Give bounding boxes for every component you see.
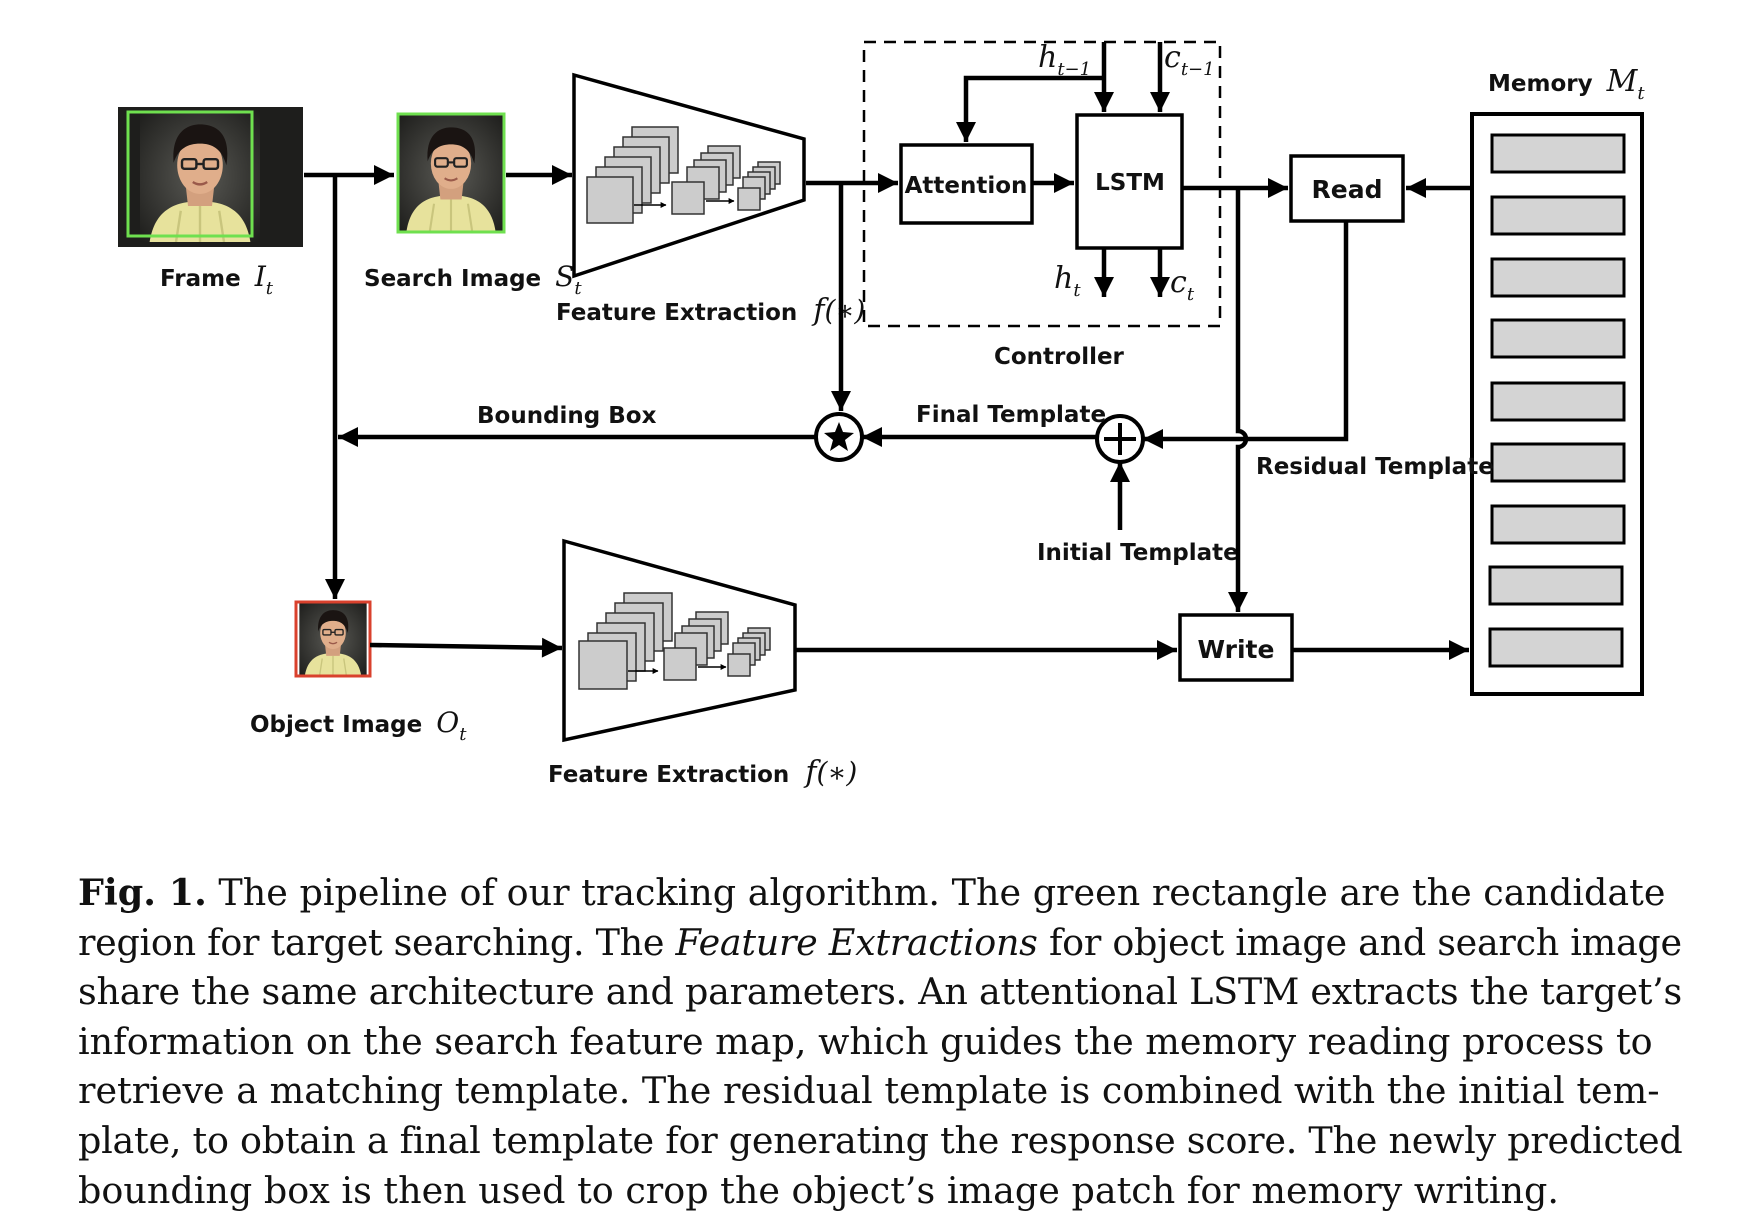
caption-line-2b: for object image and search image xyxy=(1037,920,1682,964)
search-image xyxy=(396,112,506,234)
caption-line-6: plate, to obtain a final template for ge… xyxy=(78,1118,1683,1162)
candidate-region-box xyxy=(126,110,254,238)
memory-slot xyxy=(1490,133,1626,174)
memory-slot xyxy=(1490,504,1626,545)
memory-slot xyxy=(1490,442,1626,483)
caption-line-3: share the same architecture and paramete… xyxy=(78,970,1682,1014)
feature-extraction-bottom xyxy=(562,538,797,743)
caption-line-1: The pipeline of our tracking algorithm. … xyxy=(206,871,1666,914)
memory-label: Memory Mt xyxy=(1488,64,1645,104)
read-label: Read xyxy=(1312,175,1383,204)
object-image xyxy=(294,600,372,678)
bounding-box-label: Bounding Box xyxy=(477,403,657,429)
feature-map-stack-small xyxy=(737,161,781,211)
search-image-label: Search Image St xyxy=(364,260,582,299)
attention-label: Attention xyxy=(905,173,1028,199)
caption-line-4: information on the search feature map, w… xyxy=(78,1019,1653,1063)
pipeline-diagram: Frame It Search Image St Object Image Ot xyxy=(118,40,1645,790)
connectors xyxy=(304,42,1472,660)
lstm-box xyxy=(1075,113,1184,250)
memory-slot xyxy=(1490,195,1626,236)
object-image-label: Object Image Ot xyxy=(250,706,467,745)
c-t-label: ct xyxy=(1170,265,1195,305)
feature-extraction-bottom-label: Feature Extraction f(∗) xyxy=(548,755,857,790)
lstm-label: LSTM xyxy=(1095,170,1165,196)
memory-slot xyxy=(1488,627,1624,668)
figure-caption: Fig. 1. The pipeline of our tracking alg… xyxy=(78,868,1683,1215)
c-prev-label: ct−1 xyxy=(1164,40,1215,80)
caption-line-2-emphasis: Feature Extractions xyxy=(675,920,1038,964)
controller-label: Controller xyxy=(994,344,1125,370)
correlation-operator-icon xyxy=(814,412,864,462)
feature-extraction-top-label: Feature Extraction f(∗) xyxy=(556,293,865,328)
feature-map-stack-medium xyxy=(671,145,741,215)
figure-number: Fig. 1. xyxy=(78,871,207,914)
memory-slot xyxy=(1490,318,1626,359)
attention-box xyxy=(899,143,1034,225)
feature-map-stack-large xyxy=(586,126,679,224)
h-t-label: ht xyxy=(1054,261,1081,301)
frame-image xyxy=(118,107,303,247)
h-prev-label: ht−1 xyxy=(1038,40,1091,80)
final-template-label: Final Template xyxy=(916,402,1106,428)
memory-slot xyxy=(1490,381,1626,422)
memory-slot xyxy=(1488,565,1624,606)
caption-line-7: bounding box is then used to crop the ob… xyxy=(78,1168,1559,1212)
frame-label: Frame It xyxy=(160,260,274,299)
memory-slot xyxy=(1490,257,1626,298)
write-label: Write xyxy=(1198,635,1275,664)
write-box xyxy=(1178,613,1294,682)
caption-line-5: retrieve a matching template. The residu… xyxy=(78,1069,1660,1113)
memory-slots xyxy=(1488,133,1626,668)
caption-line-2a: region for target searching. The xyxy=(78,920,676,964)
residual-template-label: Residual Template xyxy=(1256,454,1494,480)
feature-extraction-top xyxy=(572,72,806,279)
initial-template-label: Initial Template xyxy=(1037,540,1239,566)
